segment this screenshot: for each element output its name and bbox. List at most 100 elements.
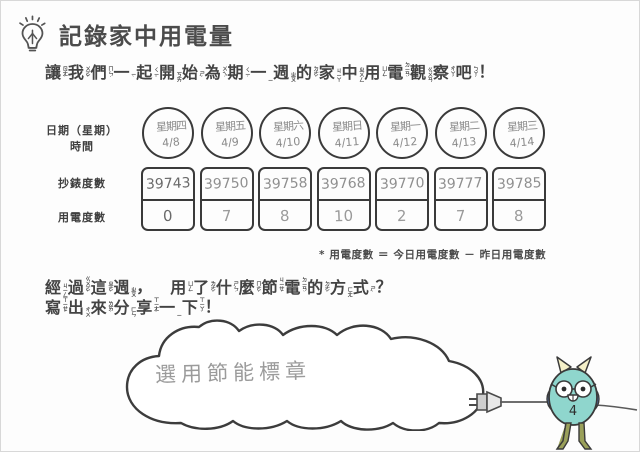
char-zhuyin: ㄍㄨㄛˋ	[84, 276, 91, 297]
intro-char-8: 期ㄑㄧˊ	[227, 63, 251, 83]
reading-cell-box: 39768 10	[316, 167, 371, 231]
meter-reading-cell[interactable]: 39758	[260, 169, 310, 201]
char-base: 了	[193, 278, 210, 298]
power-usage-cell[interactable]: 8	[260, 201, 310, 229]
char-base: 吧	[455, 63, 472, 83]
char-zhuyin: ㄌㄞˊ	[107, 301, 114, 317]
char-base: 下	[181, 298, 198, 318]
power-usage-value: 2	[396, 206, 408, 226]
intro-char-12: 家ㄐㄧㄚ	[318, 63, 342, 83]
formula-footnote: * 用電度數 ＝ 今日用電度數 － 昨日用電度數	[319, 249, 547, 261]
char-zhuyin: ㄑㄧˇ	[153, 67, 160, 82]
char-zhuyin: ㄓㄨㄥ	[358, 67, 365, 82]
meter-reading-cell[interactable]: 39750	[201, 169, 252, 201]
char-base: 經	[45, 278, 62, 298]
question2-char-7: ！	[204, 297, 221, 316]
char-zhuyin: ㄔㄨ	[84, 307, 91, 317]
meter-reading-cell[interactable]: 39768	[318, 169, 369, 201]
char-zhuyin: ㄌㄜ˙	[209, 281, 216, 297]
char-base: 讓	[45, 63, 62, 83]
char-base: 週	[113, 278, 130, 298]
cloud-outline-icon	[125, 319, 485, 432]
intro-char-13: 中ㄓㄨㄥ	[342, 64, 365, 82]
date-handwriting: 4/8	[161, 135, 181, 150]
intro-char-0: 讓ㄖㄤˋ	[45, 63, 68, 83]
weekday-handwriting: 星期二	[448, 118, 479, 135]
row-label-power-usage: 用電度數	[58, 211, 106, 224]
reading-cell-box: 39785 8	[492, 167, 546, 231]
char-zhuyin: ㄧ	[267, 78, 274, 82]
intro-char-2: 們ㄇㄣ˙	[90, 63, 114, 83]
intro-char-7: 為ㄨㄟˊ	[205, 64, 228, 82]
char-base: 家	[318, 63, 335, 83]
power-usage-cell[interactable]: 2	[377, 201, 427, 229]
weekday-handwriting: 星期三	[506, 118, 538, 135]
meter-reading-value: 39743	[145, 175, 191, 193]
row-label-date-line1: 日期（星期）	[46, 124, 118, 137]
char-zhuyin: ㄇㄣ˙	[107, 66, 114, 82]
char-zhuyin: ㄐㄧㄚ	[335, 68, 342, 82]
intro-char-17: 察ㄔㄚˊ	[432, 63, 456, 83]
power-usage-value: 7	[221, 206, 232, 226]
power-plug-icon	[469, 390, 553, 414]
page-title: 記錄家中用電量	[59, 24, 234, 50]
question1-char-15: ？	[375, 277, 392, 296]
meter-reading-value: 39768	[320, 175, 367, 193]
char-base: 一	[159, 298, 176, 318]
char-zhuyin: ㄇㄜ˙	[255, 281, 262, 297]
intro-char-14: 用ㄩㄥˋ	[364, 63, 387, 83]
char-zhuyin: ㄉㄜ˙	[323, 281, 330, 297]
char-zhuyin: ㄩㄥˋ	[187, 281, 194, 297]
intro-char-10: 週ㄓㄡ	[273, 63, 296, 83]
char-zhuyin: ㄍㄨㄢ	[426, 67, 433, 82]
char-base: 用	[170, 278, 187, 298]
intro-char-15: 電ㄉㄧㄢˋ	[387, 62, 410, 82]
power-usage-cell[interactable]: 7	[202, 201, 252, 229]
answer-cloud[interactable]: 選用節能標章	[119, 319, 491, 432]
page-header: 記錄家中用電量	[13, 15, 234, 53]
char-base: 週	[273, 63, 290, 83]
char-base: 期	[227, 63, 244, 83]
char-base: 察	[432, 63, 449, 83]
char-zhuyin: ㄕˇ	[198, 71, 205, 82]
char-zhuyin: ㄕˋ	[369, 286, 376, 297]
question1-char-12: 的ㄉㄜ˙	[307, 279, 330, 297]
power-usage-value: 8	[279, 206, 291, 226]
char-zhuyin: ㄉㄜ˙	[312, 66, 319, 82]
char-zhuyin: ㄈㄣ	[130, 307, 137, 317]
meter-reading-cell[interactable]: 39785	[494, 169, 544, 201]
power-usage-cell[interactable]: 8	[494, 201, 544, 229]
char-base: 麼	[238, 278, 255, 298]
char-zhuyin: ㄎㄞ	[175, 72, 182, 82]
meter-reading-cell[interactable]: 39770	[377, 169, 427, 201]
char-base: 們	[90, 63, 107, 83]
question1-char-6: 用ㄩㄥˋ	[170, 278, 194, 298]
power-usage-cell[interactable]: 10	[319, 201, 369, 229]
power-usage-cell[interactable]: 7	[436, 201, 486, 229]
char-zhuyin: ㄓㄜˋ	[107, 281, 114, 297]
power-usage-cell[interactable]: 0	[143, 201, 193, 229]
char-base: 用	[364, 63, 381, 83]
char-zhuyin: ㄐㄧㄝˊ	[278, 277, 285, 297]
char-zhuyin: ㄕㄣˊ	[232, 281, 239, 297]
char-base: 始	[181, 63, 198, 83]
meter-reading-cell[interactable]: 39743	[143, 169, 193, 201]
power-usage-value: 8	[513, 206, 525, 226]
meter-reading-cell[interactable]: 39777	[435, 169, 486, 201]
